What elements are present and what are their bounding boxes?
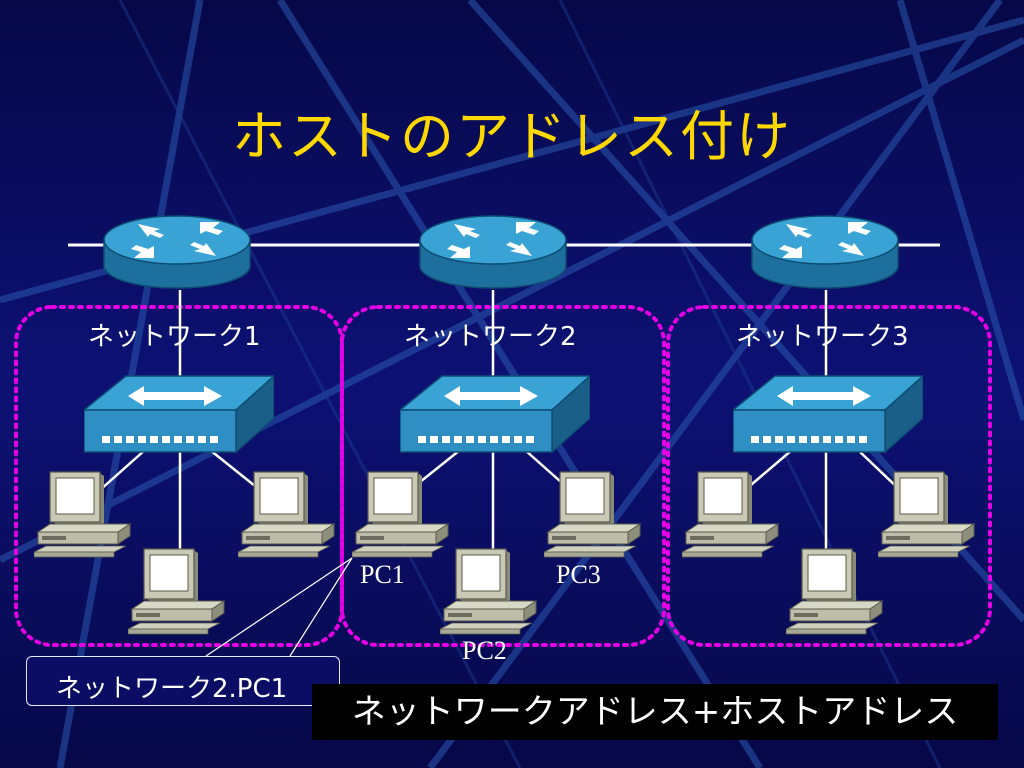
network-label-1: ネットワーク1 [88, 322, 261, 352]
pc3-label: PC3 [556, 560, 601, 589]
network-area-3 [666, 305, 992, 647]
slide-title: ホストのアドレス付け [232, 105, 792, 168]
switch-icon [84, 375, 274, 453]
pc2-label: PC2 [462, 636, 507, 665]
callout-text: ネットワーク2.PC1 [56, 674, 288, 704]
network-label-3: ネットワーク3 [736, 322, 909, 352]
callout-pointer [205, 557, 353, 657]
router-icon [751, 215, 899, 289]
switch-icon [733, 375, 923, 453]
network-area-2 [340, 305, 666, 647]
router-icon [419, 215, 567, 289]
address-formula: ネットワークアドレス+ホストアドレス [312, 684, 998, 740]
network-label-2: ネットワーク2 [404, 322, 577, 352]
router-icon [103, 215, 251, 289]
pc1-label: PC1 [360, 560, 405, 589]
switch-icon [400, 375, 590, 453]
callout-box [26, 656, 340, 706]
